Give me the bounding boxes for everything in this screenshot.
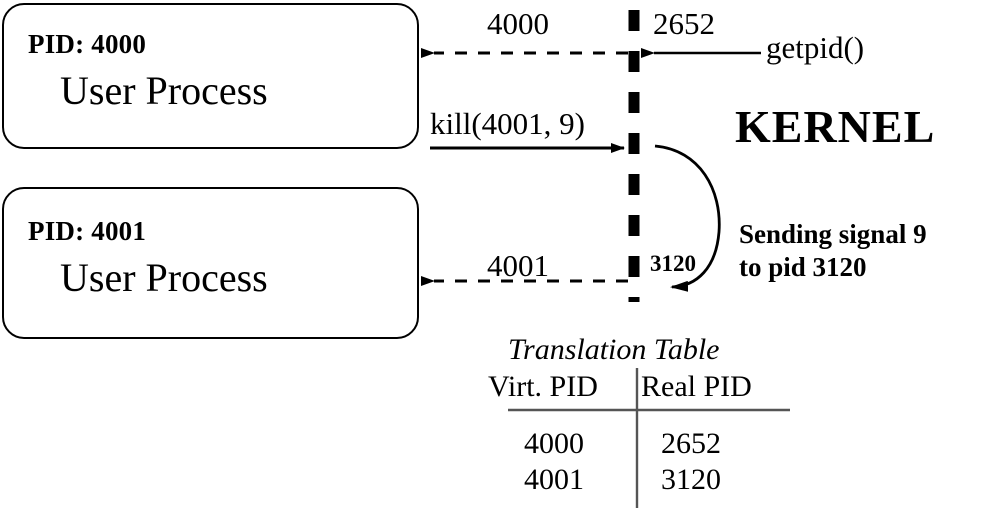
label-getpid-return-value: 4000 [487,6,549,41]
table-cell-real-0: 2652 [661,427,721,460]
user-process-box-4000: PID: 4000 User Process [2,3,419,149]
label-real-pid-top: 2652 [653,6,715,41]
user-process-box-4001: PID: 4001 User Process [2,187,419,339]
user-process-title-4000: User Process [60,68,268,113]
signal-note-line-1: Sending signal 9 [739,219,927,249]
signal-note: Sending signal 9 to pid 3120 [739,218,927,284]
pid-label-4000: PID: 4000 [28,29,147,59]
table-cell-real-1: 3120 [661,463,721,496]
signal-note-line-2: to pid 3120 [739,252,867,283]
translation-table-caption: Translation Table [508,333,720,366]
table-cell-virt-0: 4000 [524,427,584,460]
pid-label-4001: PID: 4001 [28,216,147,246]
label-getpid-call: getpid() [766,30,865,65]
table-header-virt-pid: Virt. PID [488,370,598,403]
user-process-title-4001: User Process [60,255,268,300]
table-header-real-pid: Real PID [641,370,752,403]
kernel-title: KERNEL [735,101,936,152]
label-kill-call: kill(4001, 9) [430,106,585,141]
label-real-pid-bottom: 3120 [650,251,696,276]
table-cell-virt-1: 4001 [524,463,584,496]
label-kill-return-value: 4001 [487,248,549,283]
